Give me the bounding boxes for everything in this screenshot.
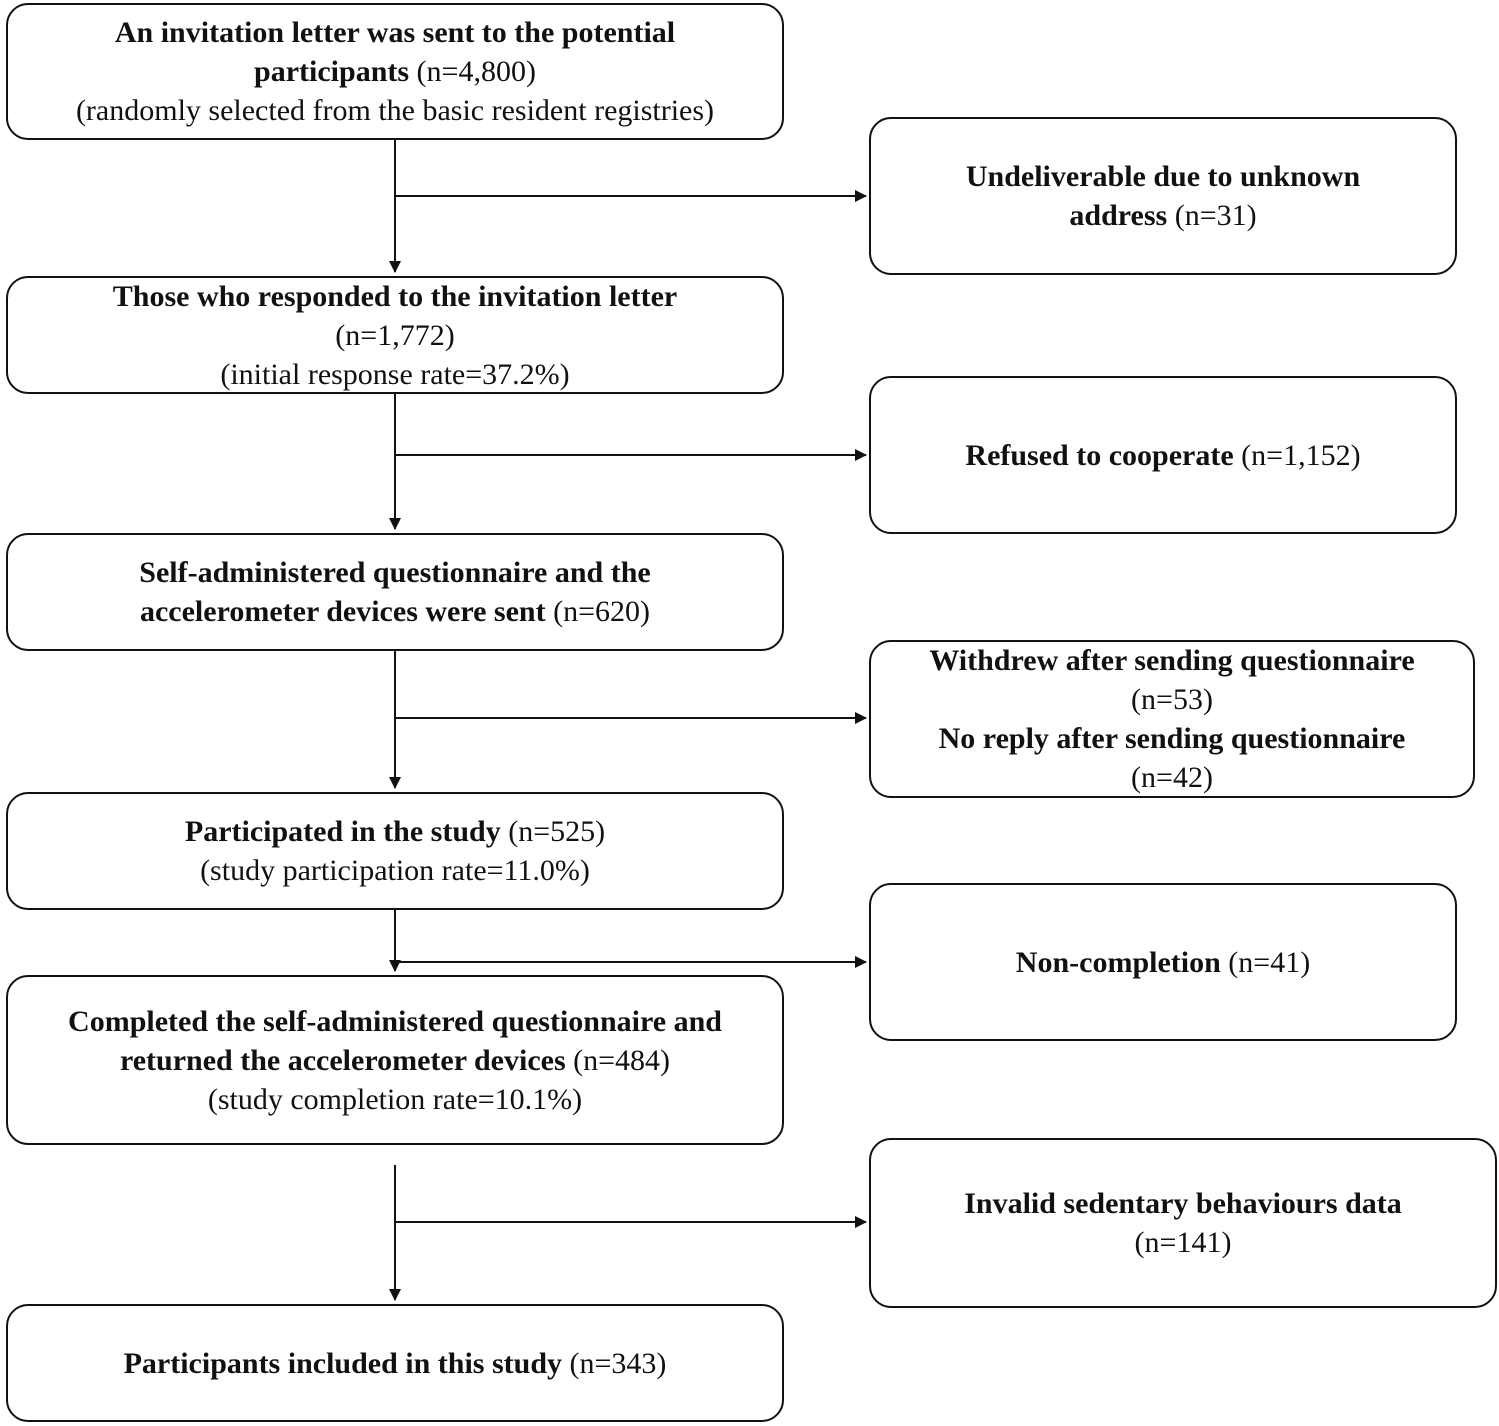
invalid-box: Invalid sedentary behaviours data (n=141… (869, 1138, 1497, 1308)
completed-note: (study completion rate=10.1%) (207, 1082, 583, 1116)
included-box: Participants included in this study (n=3… (6, 1304, 784, 1422)
withdrew-box: Withdrew after sending questionnaire (n=… (869, 640, 1475, 798)
responded-note: (initial response rate=37.2%) (220, 357, 570, 391)
undeliverable-box: Undeliverable due to unknown address (n=… (869, 117, 1457, 275)
invalid-text: Invalid sedentary behaviours data (964, 1187, 1402, 1220)
included-count: (n=343) (562, 1346, 667, 1380)
completed-box: Completed the self-administered question… (6, 975, 784, 1145)
invitation-text: An invitation letter was sent to the pot… (114, 16, 676, 49)
responded-text: Those who responded to the invitation le… (112, 279, 678, 313)
noncompletion-count: (n=41) (1220, 945, 1311, 979)
responded-count: (n=1,772) (335, 318, 455, 352)
sent-box: Self-administered questionnaire and the … (6, 533, 784, 651)
completed-count: (n=484) (565, 1043, 671, 1077)
sent-text: Self-administered questionnaire and the (139, 556, 651, 589)
participated-note: (study participation rate=11.0%) (200, 854, 590, 887)
completed-text: Completed the self-administered question… (68, 1004, 722, 1038)
refused-box: Refused to cooperate (n=1,152) (869, 376, 1457, 534)
undeliverable-count: (n=31) (1167, 199, 1257, 232)
refused-text: Refused to cooperate (965, 438, 1234, 472)
undeliverable-address-text: address (1069, 199, 1168, 232)
completed-devices-text: returned the accelerometer devices (119, 1043, 566, 1077)
participated-box: Participated in the study (n=525) (study… (6, 792, 784, 910)
invitation-count: (n=4,800) (409, 55, 536, 88)
sent-devices-text: accelerometer devices were sent (139, 595, 546, 628)
sent-count: (n=620) (545, 595, 651, 628)
no-reply-text: No reply after sending questionnaire (938, 722, 1406, 755)
invalid-count: (n=141) (1134, 1226, 1232, 1259)
responded-box: Those who responded to the invitation le… (6, 276, 784, 394)
invitation-note: (randomly selected from the basic reside… (75, 94, 715, 127)
no-reply-count: (n=42) (1131, 761, 1213, 794)
participated-count: (n=525) (500, 815, 606, 848)
participated-text: Participated in the study (184, 815, 501, 848)
noncompletion-text: Non-completion (1015, 945, 1221, 979)
invitation-participants-text: participants (254, 55, 410, 88)
withdrew-text: Withdrew after sending questionnaire (929, 644, 1415, 677)
included-text: Participants included in this study (123, 1346, 563, 1380)
invitation-box: An invitation letter was sent to the pot… (6, 3, 784, 140)
withdrew-count: (n=53) (1131, 683, 1213, 716)
refused-count: (n=1,152) (1233, 438, 1361, 472)
undeliverable-text: Undeliverable due to unknown (965, 160, 1361, 193)
noncompletion-box: Non-completion (n=41) (869, 883, 1457, 1041)
